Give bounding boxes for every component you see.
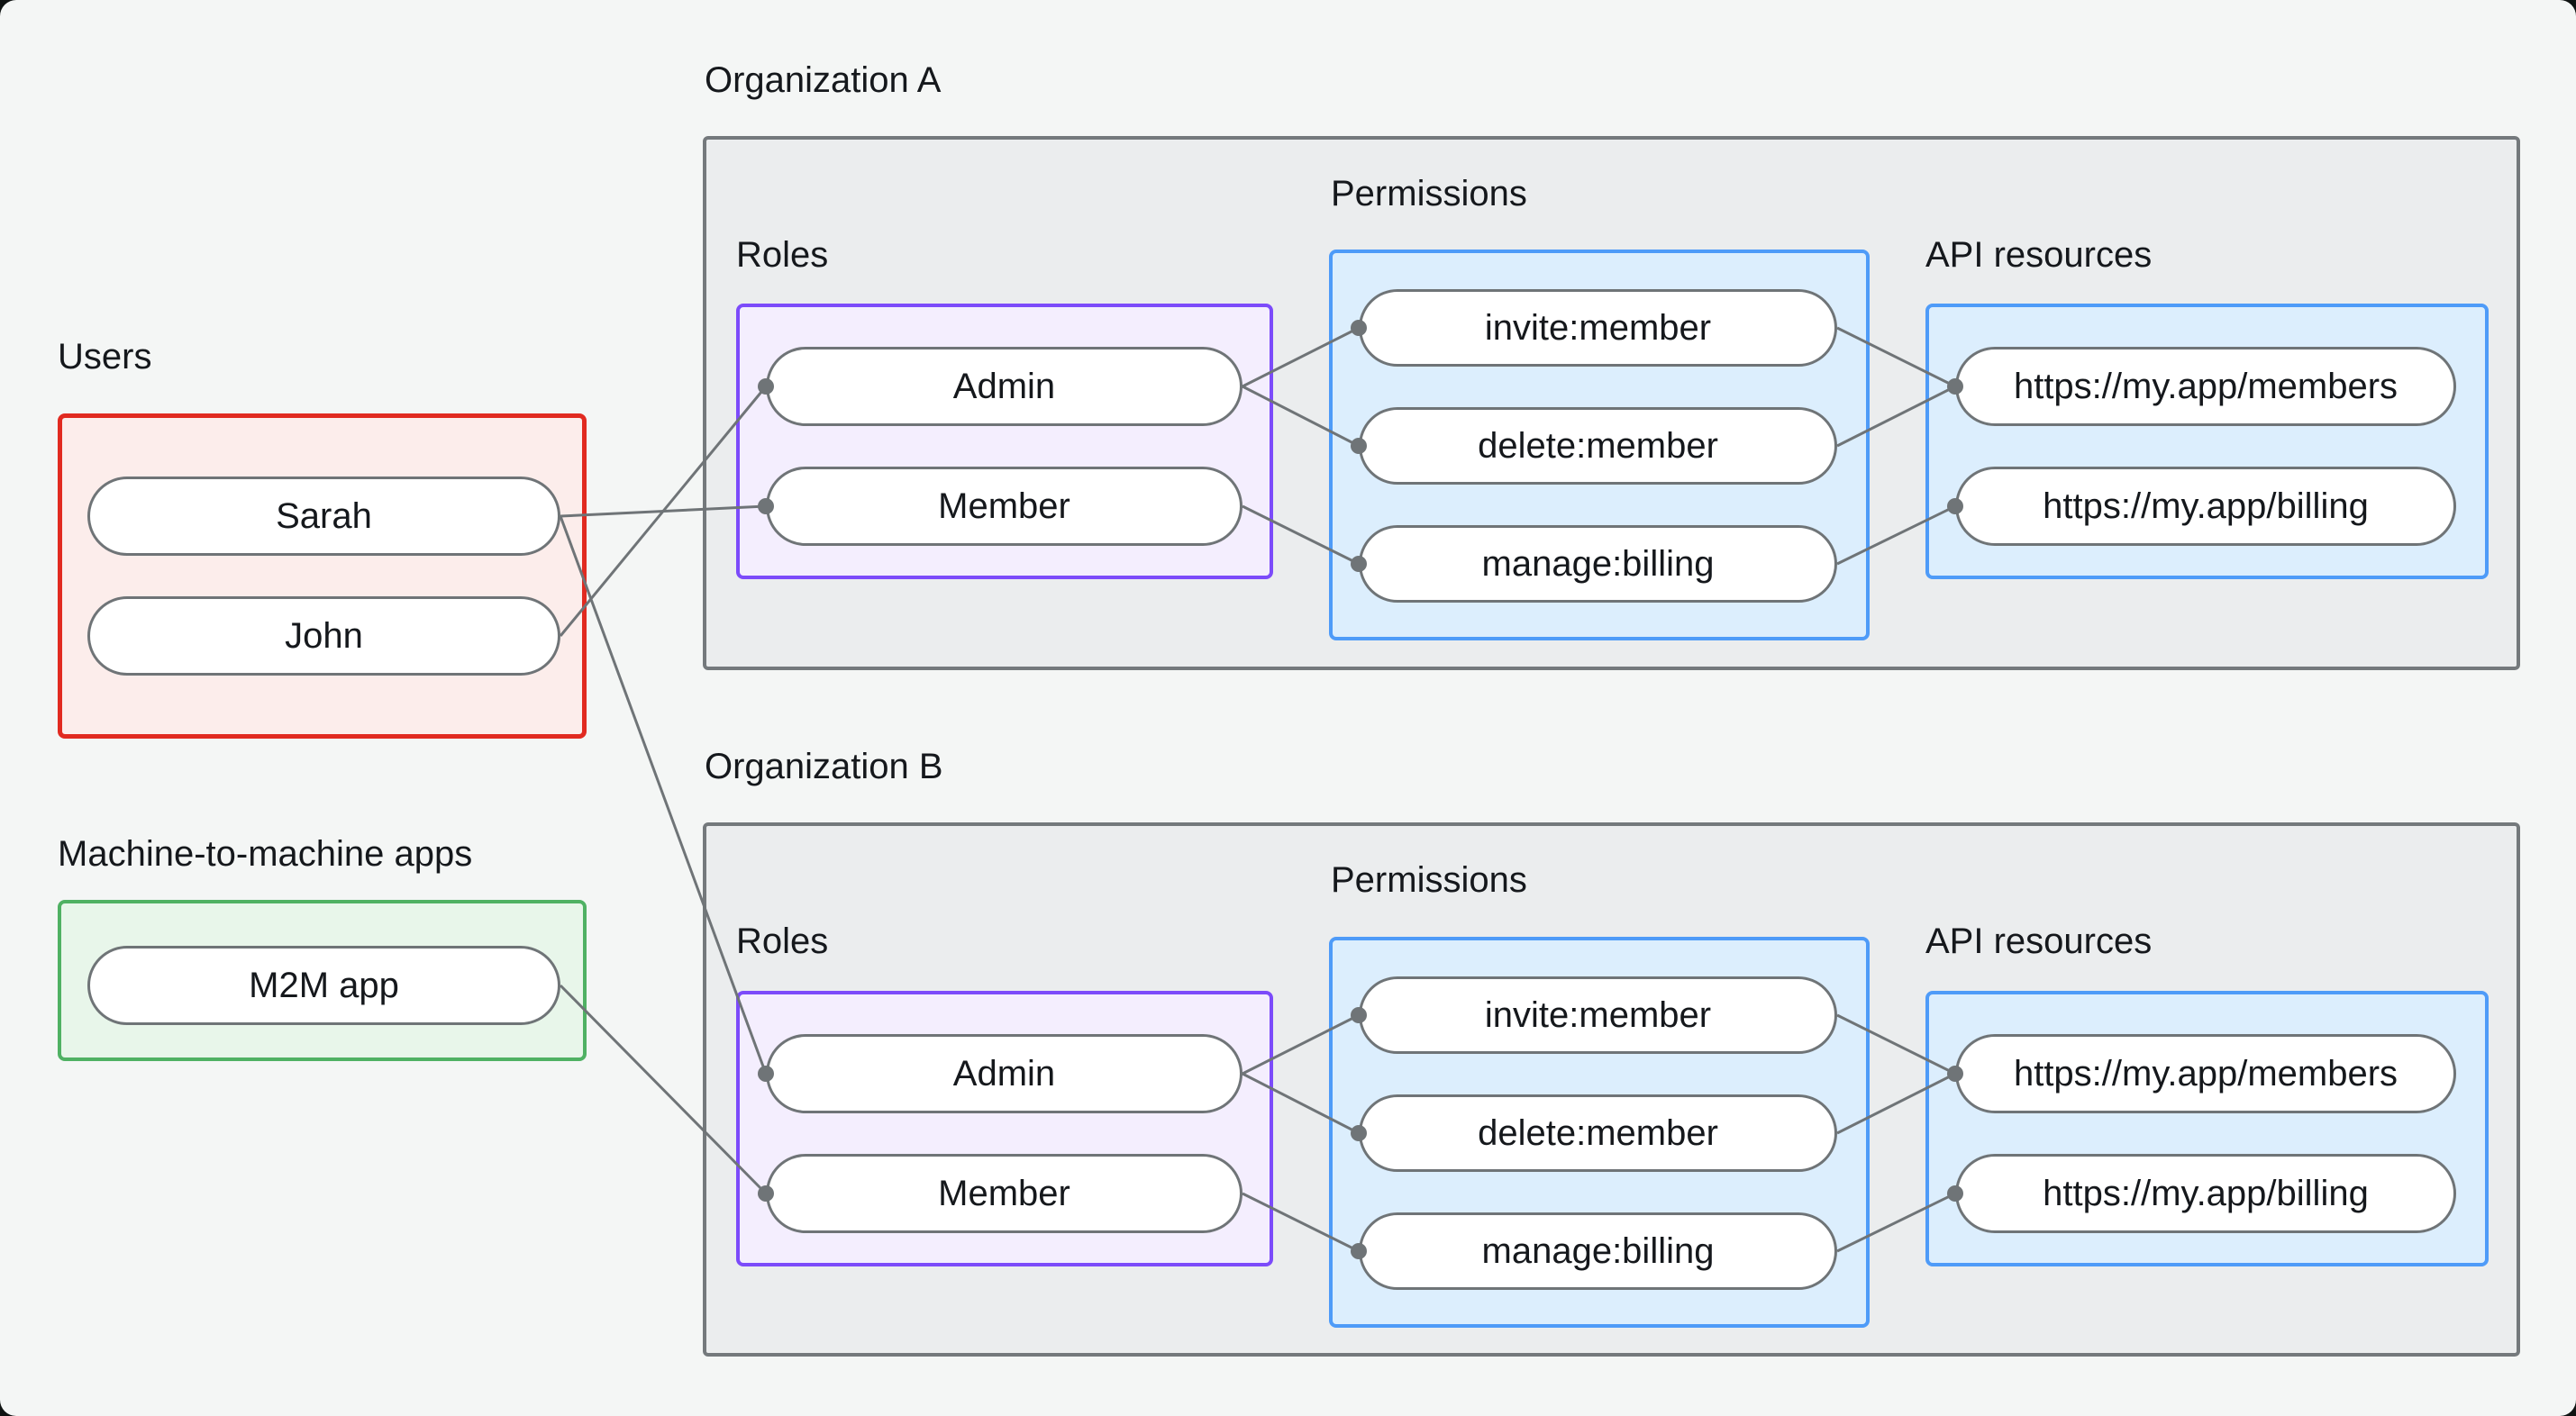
- node-org-b-api-members: https://my.app/members: [1955, 1034, 2456, 1113]
- node-org-b-perm-manage-billing: manage:billing: [1359, 1212, 1837, 1290]
- node-org-a-perm-manage-billing: manage:billing: [1359, 525, 1837, 603]
- org-b-api-label: API resources: [1925, 921, 2153, 961]
- node-org-a-api-billing: https://my.app/billing: [1955, 467, 2456, 546]
- node-m2m-app: M2M app: [87, 946, 560, 1025]
- org-b-permissions-label: Permissions: [1331, 860, 1527, 900]
- users-label: Users: [58, 337, 152, 377]
- node-user-sarah: Sarah: [87, 477, 560, 556]
- node-org-a-perm-delete-member: delete:member: [1359, 407, 1837, 485]
- node-user-john: John: [87, 596, 560, 676]
- org-a-api-label: API resources: [1925, 235, 2153, 275]
- org-a-roles-label: Roles: [736, 235, 829, 275]
- org-b-roles-label: Roles: [736, 921, 829, 961]
- m2m-label: Machine-to-machine apps: [58, 834, 473, 874]
- org-a-permissions-label: Permissions: [1331, 174, 1527, 213]
- node-org-b-perm-invite-member: invite:member: [1359, 976, 1837, 1054]
- node-org-a-perm-invite-member: invite:member: [1359, 289, 1837, 367]
- node-org-a-role-member: Member: [766, 467, 1242, 546]
- node-org-b-role-admin: Admin: [766, 1034, 1242, 1113]
- node-org-a-api-members: https://my.app/members: [1955, 347, 2456, 426]
- node-org-b-api-billing: https://my.app/billing: [1955, 1154, 2456, 1233]
- org-a-title: Organization A: [705, 60, 942, 100]
- node-org-b-perm-delete-member: delete:member: [1359, 1094, 1837, 1172]
- node-org-b-role-member: Member: [766, 1154, 1242, 1233]
- node-org-a-role-admin: Admin: [766, 347, 1242, 426]
- users-box: [58, 413, 587, 739]
- org-b-title: Organization B: [705, 747, 943, 786]
